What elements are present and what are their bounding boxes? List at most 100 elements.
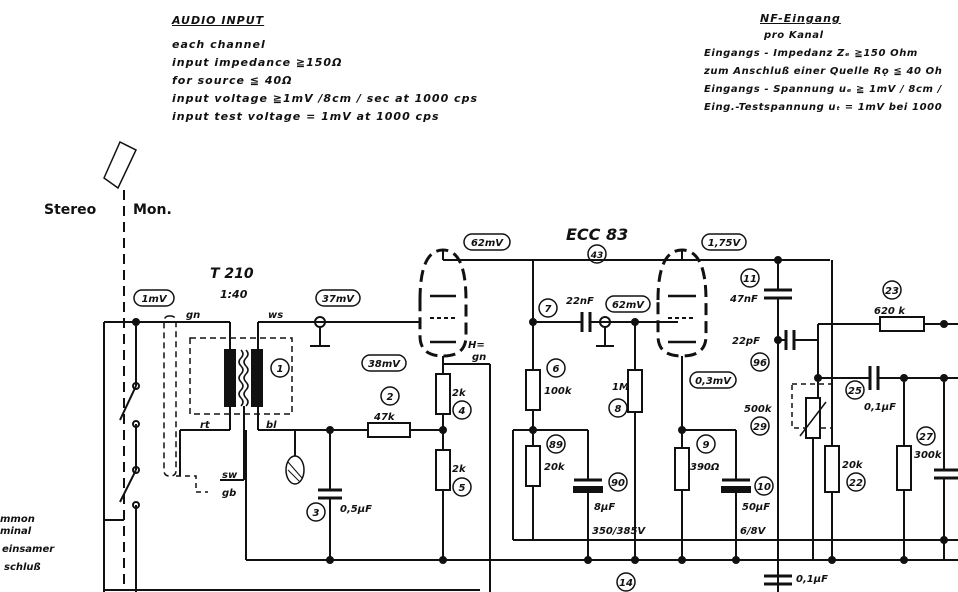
component-ref: 8	[608, 398, 628, 418]
component-ref: 27	[916, 426, 936, 446]
component-ref: 3	[306, 502, 326, 522]
svg-text:11: 11	[743, 274, 757, 285]
svg-text:9: 9	[703, 440, 710, 451]
input-plug-icon	[103, 140, 137, 190]
voltage-tag: 1mV	[133, 289, 175, 307]
svg-text:6: 6	[553, 364, 560, 375]
header-de-subtitle: pro Kanal	[764, 30, 824, 41]
header-de-line: Eingangs - Impedanz Zₑ ≧150 Ohm	[704, 48, 918, 59]
common-terminal-label: schluß	[4, 562, 41, 573]
svg-text:43: 43	[590, 251, 604, 261]
component-ref: 10	[754, 476, 774, 496]
svg-text:0,3mV: 0,3mV	[695, 376, 732, 387]
component-value: 1M	[612, 382, 629, 393]
component-value: 20k	[842, 460, 864, 471]
component-ref: 2	[380, 386, 400, 406]
component-ref: 7	[538, 298, 558, 318]
svg-text:1mV: 1mV	[141, 294, 167, 305]
tube-label: ECC 83	[566, 225, 628, 244]
voltage-tag: 62mV	[605, 295, 651, 313]
svg-text:62mV: 62mV	[471, 238, 504, 249]
component-ref: 11	[740, 268, 760, 288]
svg-text:4: 4	[458, 406, 466, 417]
component-ref: 90	[608, 472, 628, 492]
component-ref: 89	[546, 434, 566, 454]
component-value: 2k	[452, 464, 467, 475]
svg-text:27: 27	[919, 432, 933, 443]
supply-value: 6/8V	[740, 526, 767, 537]
ref-circle: 43	[587, 244, 607, 264]
voltage-tag: 37mV	[315, 289, 361, 307]
svg-text:14: 14	[619, 578, 633, 589]
common-terminal-label: mmon	[0, 514, 35, 525]
voltage-tag: 62mV	[463, 233, 511, 251]
component-value: 22pF	[732, 336, 760, 347]
header-de-line: Eingangs - Spannung uₑ ≧ 1mV / 8cm /	[704, 84, 942, 95]
component-value: 2k	[452, 388, 467, 399]
component-ref: 22	[846, 472, 866, 492]
component-value: 620 k	[874, 306, 906, 317]
header-en-line: each channel	[172, 38, 266, 51]
common-terminal-label: einsamer	[2, 544, 55, 555]
header-en-line: input impedance ≧150Ω	[172, 56, 343, 69]
wire-label: sw	[222, 470, 238, 481]
component-value: 100k	[544, 386, 573, 397]
component-ref: 96	[750, 352, 770, 372]
component-ref: 1	[270, 358, 290, 378]
component-value: 390Ω	[690, 462, 720, 473]
component-value: 0,1µF	[864, 402, 896, 413]
wire-label: gn	[186, 310, 200, 321]
component-value: 0,1µF	[796, 574, 828, 585]
svg-text:62mV: 62mV	[612, 300, 645, 311]
wire-label: gb	[222, 488, 236, 499]
component-value: 300k	[914, 450, 943, 461]
svg-text:7: 7	[545, 304, 552, 315]
component-value: 50µF	[742, 502, 770, 513]
voltage-tag: 38mV	[361, 354, 407, 372]
svg-text:29: 29	[753, 422, 767, 433]
voltage-tag: 1,75V	[701, 233, 747, 251]
component-ref: 6	[546, 358, 566, 378]
component-ref: 29	[750, 416, 770, 436]
component-value: 47k	[373, 412, 396, 423]
supply-value: 350/385V	[592, 526, 646, 537]
stereo-label: Stereo	[44, 202, 97, 218]
wire-label: bl	[266, 420, 277, 431]
svg-text:1: 1	[277, 364, 284, 375]
header-de-title: NF-Eingang	[760, 12, 841, 25]
svg-text:23: 23	[885, 286, 899, 297]
component-ref: 5	[452, 477, 472, 497]
svg-text:89: 89	[549, 440, 563, 451]
component-ref: 4	[452, 400, 472, 420]
transformer-label: T 210	[210, 266, 254, 282]
header-de-line: zum Anschluß einer Quelle Rǫ ≦ 40 Oh	[704, 66, 943, 77]
svg-text:37mV: 37mV	[322, 294, 355, 305]
component-ref: 9	[696, 434, 716, 454]
svg-text:22: 22	[849, 478, 863, 489]
component-value: 8µF	[594, 502, 615, 513]
svg-text:2: 2	[387, 392, 394, 403]
header-de-line: Eing.-Testspannung uₜ = 1mV bei 1000	[704, 102, 943, 113]
svg-text:90: 90	[611, 478, 625, 489]
component-ref: 14	[616, 572, 636, 592]
component-ref: 23	[882, 280, 902, 300]
svg-text:96: 96	[753, 358, 767, 369]
component-value: 20k	[544, 462, 566, 473]
svg-text:10: 10	[757, 482, 771, 493]
svg-text:3: 3	[313, 508, 320, 519]
header-en-title: AUDIO INPUT	[172, 14, 265, 27]
component-value: 22nF	[566, 296, 594, 307]
header-en-line: input voltage ≧1mV /8cm / sec at 1000 cp…	[172, 92, 478, 105]
component-ref: 25	[845, 380, 865, 400]
component-value: 500k	[744, 404, 773, 415]
wire-label: gn	[472, 352, 486, 363]
svg-text:25: 25	[848, 386, 862, 397]
wire-label: H=	[468, 340, 485, 351]
header-en-line: for source ≦ 40Ω	[172, 74, 293, 87]
wires	[103, 140, 958, 592]
svg-text:1,75V: 1,75V	[708, 238, 742, 249]
mono-label: Mon.	[133, 202, 172, 218]
component-value: 0,5µF	[340, 504, 372, 515]
common-terminal-label: minal	[0, 526, 32, 537]
